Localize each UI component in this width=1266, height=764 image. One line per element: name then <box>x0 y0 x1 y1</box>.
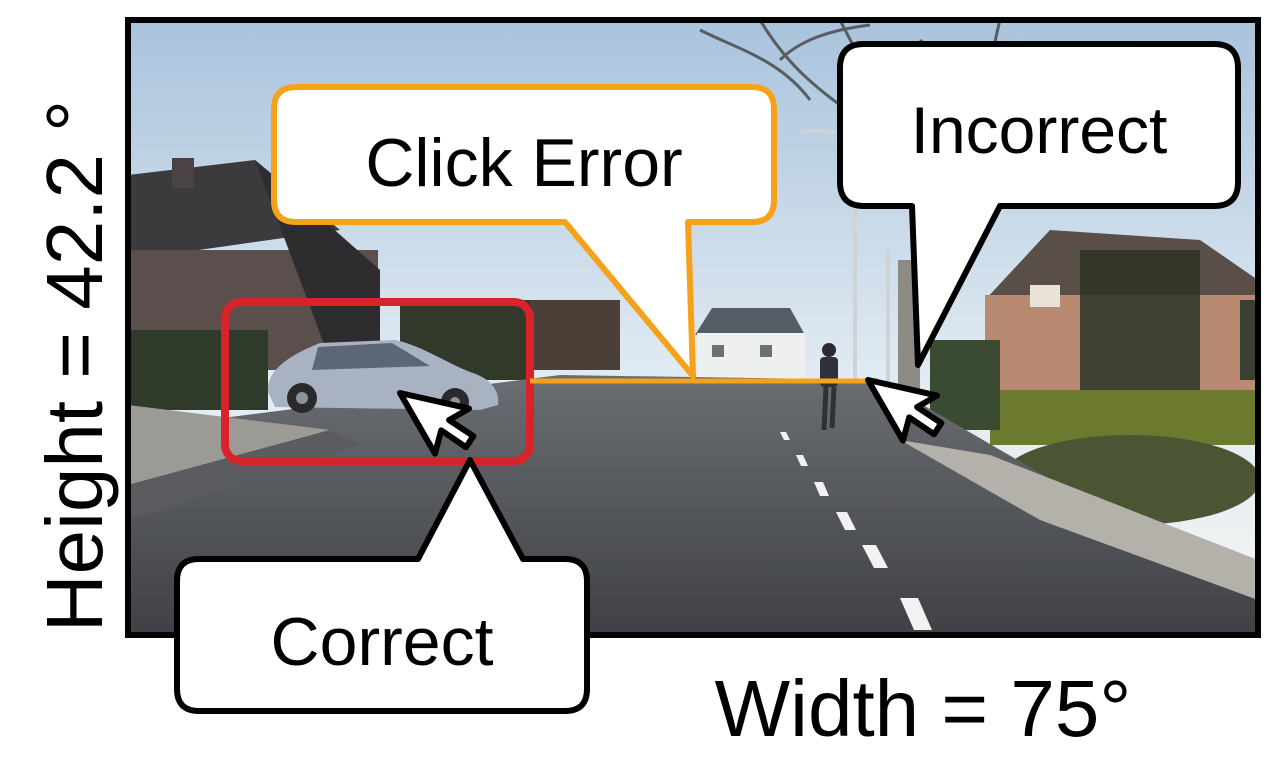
left-hedge <box>128 330 268 410</box>
middle-building <box>530 300 620 370</box>
silver-car <box>267 340 499 416</box>
white-house <box>695 308 805 378</box>
lane-markings <box>780 432 932 630</box>
width-label: Width = 75° <box>715 664 1132 753</box>
click-error-label: Click Error <box>365 125 682 201</box>
left-curb <box>128 430 360 520</box>
right-tree <box>1080 250 1200 390</box>
height-label: Height = 42.2 ° <box>30 100 119 632</box>
mouse-pointer-icon <box>865 377 945 444</box>
click-error-callout: Click Error <box>271 84 777 379</box>
right-sidewalk <box>900 440 1258 600</box>
correct-callout: Correct <box>174 457 590 714</box>
correct-label: Correct <box>271 604 494 680</box>
image-frame <box>125 17 1261 638</box>
right-bush <box>930 340 1000 430</box>
mouse-pointer-icon <box>397 390 477 457</box>
incorrect-label: Incorrect <box>911 93 1168 167</box>
incorrect-callout: Incorrect <box>837 41 1241 368</box>
